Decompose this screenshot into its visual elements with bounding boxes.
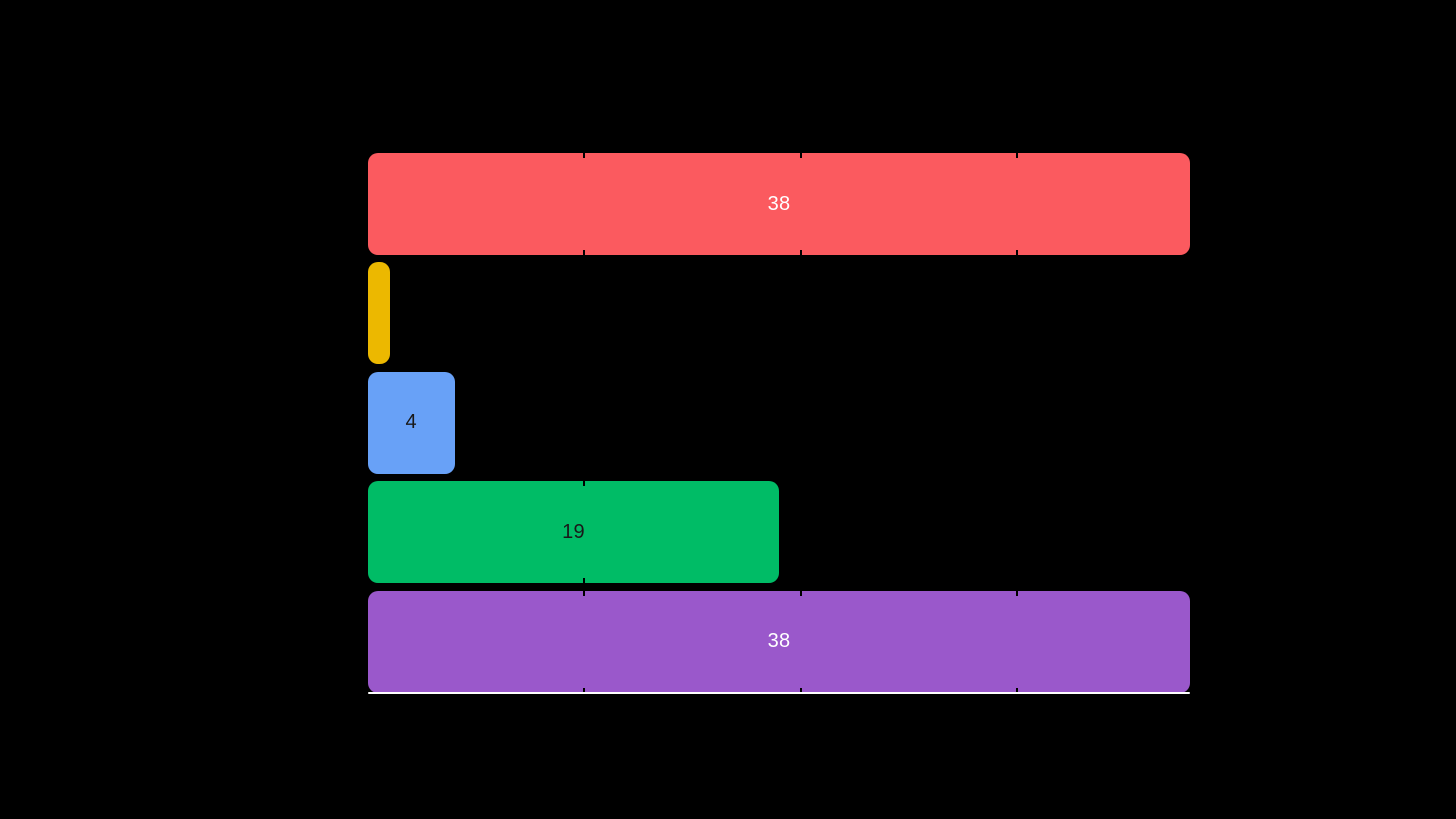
bar-row-5: 38 <box>368 590 1190 693</box>
x-axis-line <box>368 691 1190 694</box>
gridline-notch <box>583 153 586 158</box>
bar-value-label: 38 <box>767 630 791 653</box>
bar-row-3: 4 <box>368 371 455 474</box>
gridline-notch <box>799 250 802 255</box>
gridline-notch <box>799 153 802 158</box>
bar-value-label: 38 <box>767 192 791 215</box>
bar-value-label: 4 <box>405 411 417 434</box>
gridline-notch <box>799 590 802 596</box>
gridline-notch <box>1015 687 1018 693</box>
bar-row-1: 38 <box>368 153 1190 255</box>
gridline-notch <box>583 250 586 255</box>
gridline-notch <box>583 481 586 487</box>
bar-row-2 <box>368 262 390 365</box>
gridline-notch <box>1015 590 1018 596</box>
gridline-notch <box>1015 153 1018 158</box>
gridline-notch <box>799 687 802 693</box>
bar-value-label: 19 <box>562 520 585 543</box>
bar-row-4: 19 <box>368 481 779 584</box>
gridline-notch <box>1015 250 1018 255</box>
gridline-notch <box>583 590 586 596</box>
gridline-notch <box>583 578 586 584</box>
gridline-notch <box>583 687 586 693</box>
